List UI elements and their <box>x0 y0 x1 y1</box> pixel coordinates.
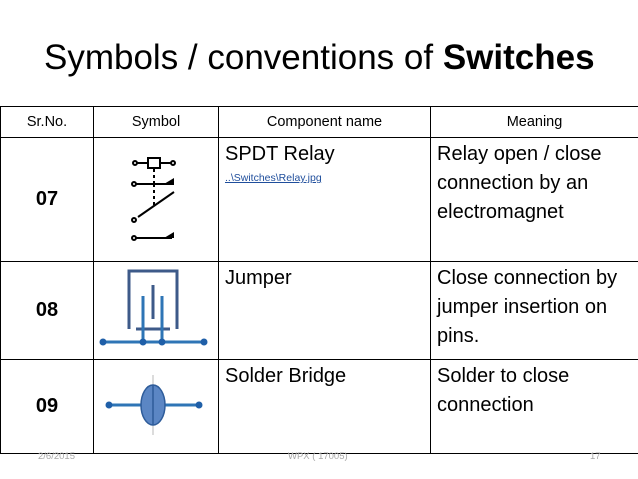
slide-title-prefix: Symbols / conventions of <box>44 38 443 77</box>
header-symbol: Symbol <box>93 106 219 138</box>
slide-title-bold: Switches <box>442 38 595 77</box>
table-row: 08 Jumper Close connection by jumper ins… <box>0 261 638 360</box>
table-row: 07 <box>0 137 638 262</box>
table-row: 09 Solder Bridge Solder to close connect… <box>0 359 638 454</box>
jumper-icon <box>99 269 208 346</box>
header-component-name: Component name <box>218 106 431 138</box>
solder-bridge-icon <box>105 375 203 435</box>
slide-title: Symbols / conventions of Switches <box>44 36 595 80</box>
row-number: 07 <box>0 137 94 262</box>
component-name-cell: SPDT Relay ..\Switches\Relay.jpg <box>218 137 431 262</box>
header-meaning: Meaning <box>430 106 638 138</box>
symbol-cell <box>93 261 219 360</box>
row-number: 08 <box>0 261 94 360</box>
footer-center: WPX ( 17005) <box>288 451 348 462</box>
relay-image-link[interactable]: ..\Switches\Relay.jpg <box>225 172 322 184</box>
component-name-cell: Solder Bridge <box>218 359 431 454</box>
footer-date: 2/6/2015 <box>38 451 75 462</box>
meaning-cell: Close connection by jumper insertion on … <box>430 261 638 360</box>
row-number: 09 <box>0 359 94 454</box>
symbol-cell <box>93 359 219 454</box>
component-name-cell: Jumper <box>218 261 431 360</box>
meaning-cell: Relay open / close connection by an elec… <box>430 137 638 262</box>
switch-symbols-table: Sr.No. Symbol Component name Meaning 07 <box>0 106 638 454</box>
table-header-row: Sr.No. Symbol Component name Meaning <box>0 106 638 138</box>
meaning-cell: Solder to close connection <box>430 359 638 454</box>
spdt-relay-icon <box>131 157 176 241</box>
header-srno: Sr.No. <box>0 106 94 138</box>
component-name: SPDT Relay <box>225 143 335 165</box>
symbol-cell <box>93 137 219 262</box>
footer-page-number: 17 <box>590 451 601 462</box>
